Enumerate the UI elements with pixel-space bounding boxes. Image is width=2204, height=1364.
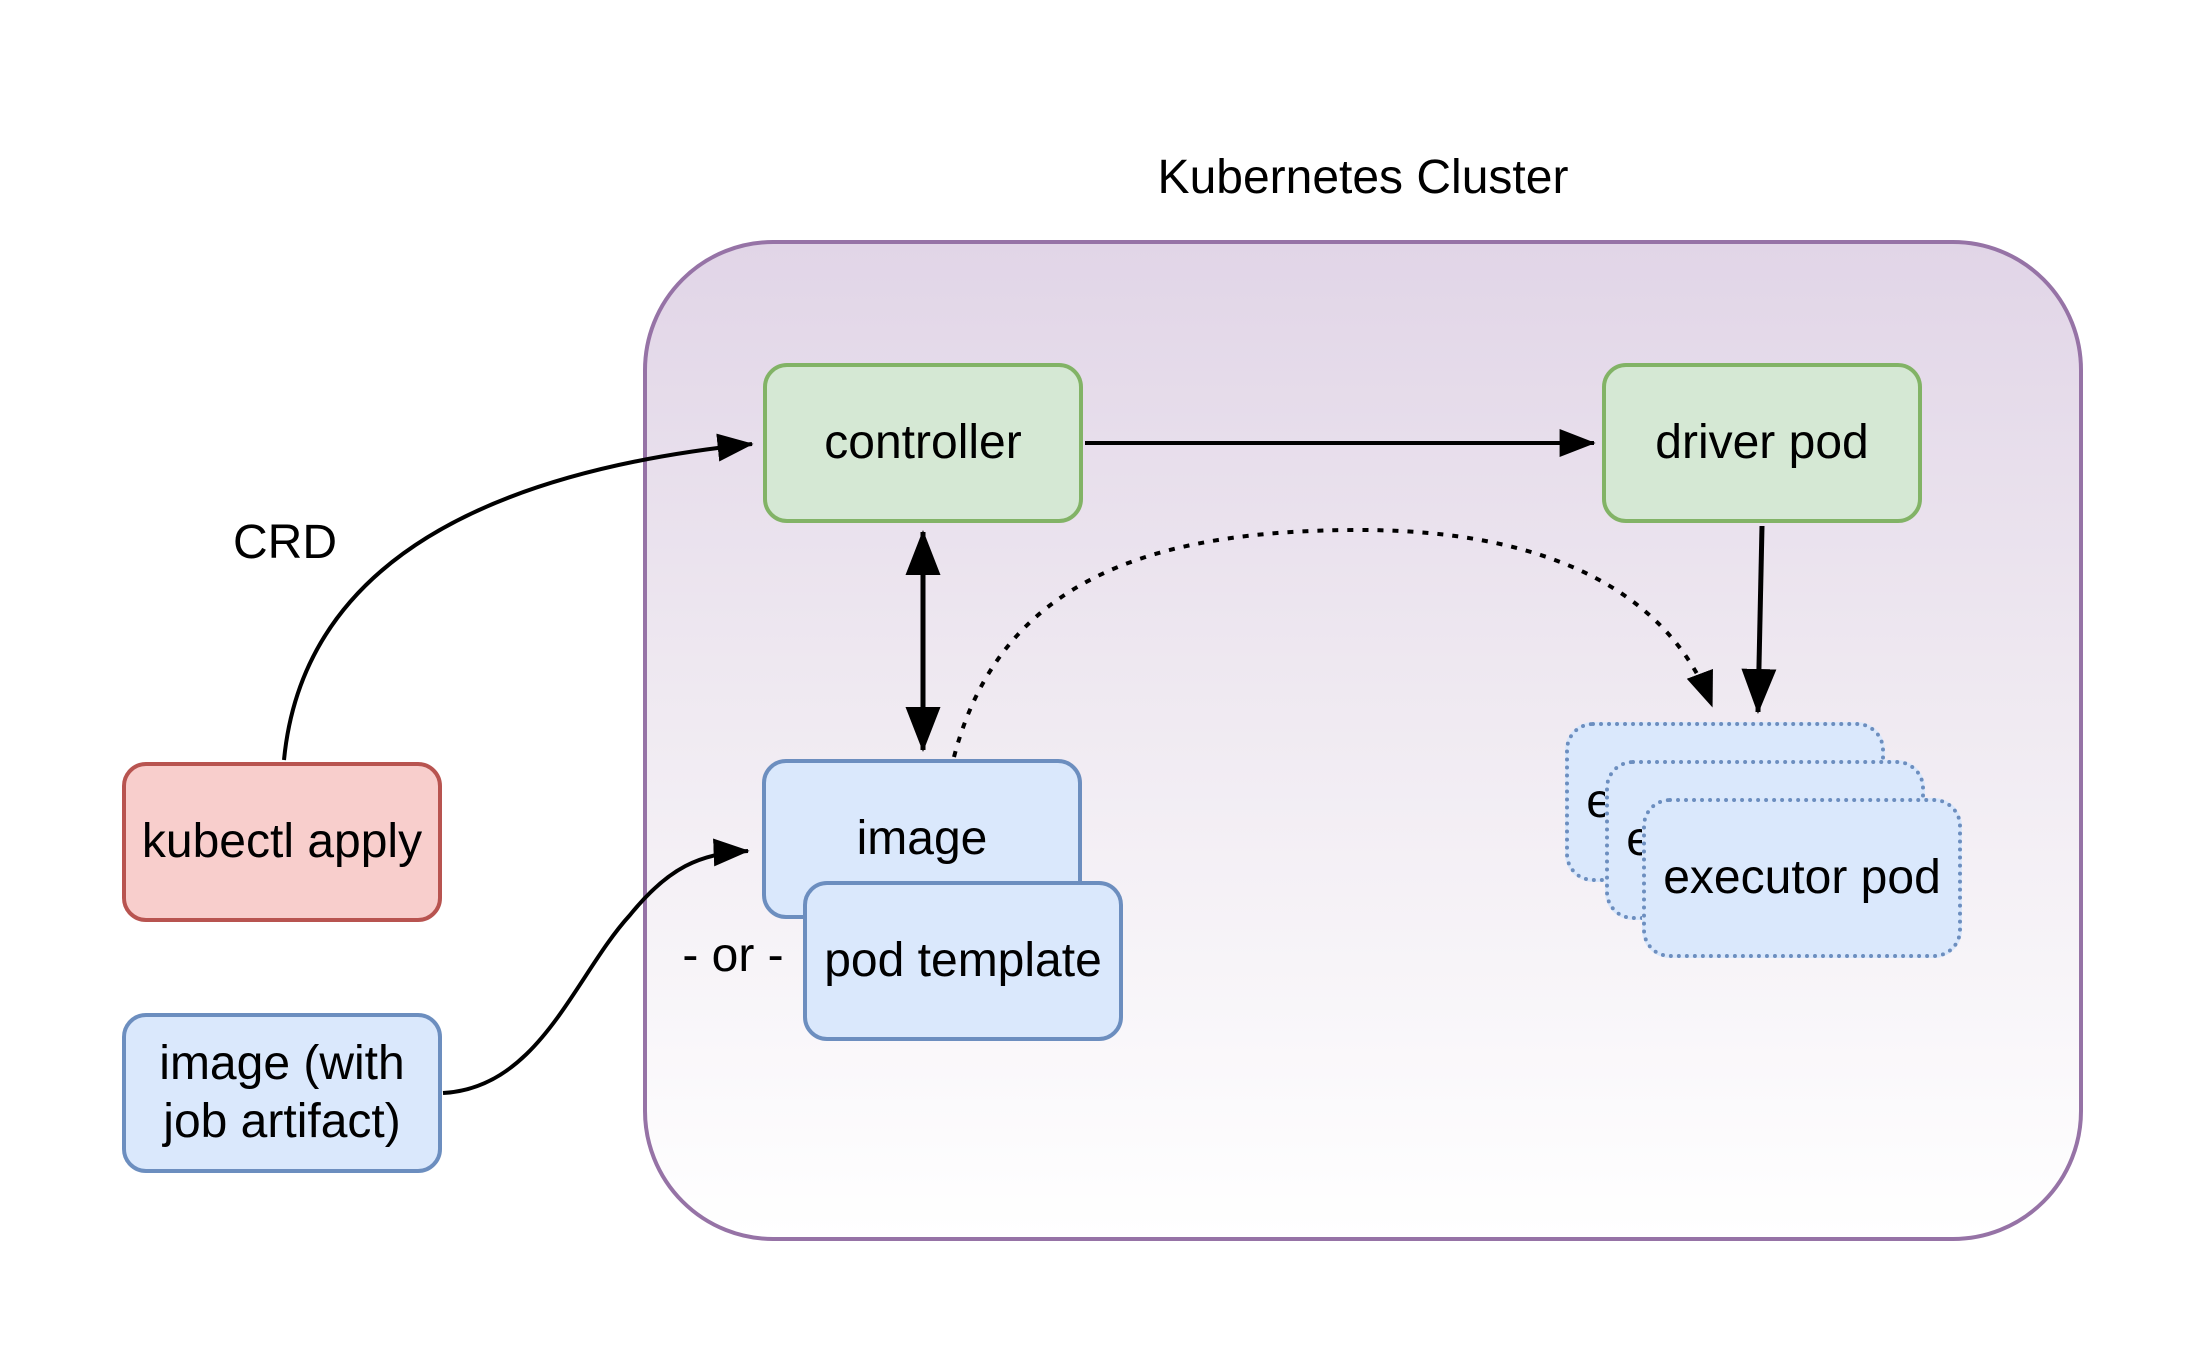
node-pod-template-label: pod template [824,934,1102,988]
driver-to-executor-arrow [1741,525,1777,714]
node-driver-pod: driver pod [1602,363,1922,523]
node-image-with-job-artifact: image (with job artifact) [122,1013,442,1173]
node-controller-label: controller [824,416,1022,470]
edge-label-crd: CRD [233,516,337,569]
node-controller: controller [763,363,1083,523]
node-kubectl-apply-label: kubectl apply [141,815,423,869]
image-to-executor-dotted-arrow [952,527,1714,758]
artifact-to-image-arrow [442,838,750,1095]
node-pod-template: pod template [803,881,1123,1041]
cluster-title: Kubernetes Cluster [1157,151,1569,204]
node-executor-pod-front: executor pod [1642,798,1962,958]
node-kubectl-apply: kubectl apply [122,762,442,922]
node-driver-pod-label: driver pod [1655,416,1869,470]
node-executor-pod-front-label: executor pod [1663,851,1941,905]
node-image-label: image [856,812,988,866]
edge-label-or: - or - [682,929,784,982]
crd-arrow [282,433,754,761]
node-image-with-job-artifact-label: image (with job artifact) [159,1037,405,1148]
